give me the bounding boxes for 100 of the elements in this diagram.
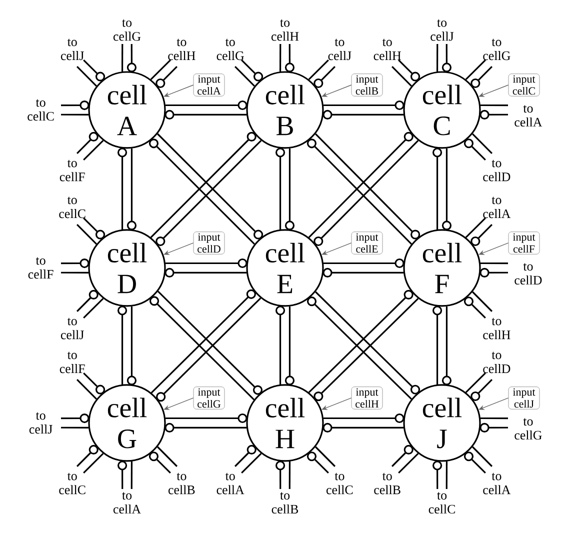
connection-line: [480, 417, 508, 420]
connection-line: [276, 460, 286, 489]
connection-label: to cellH: [483, 318, 510, 340]
connection-line: [322, 268, 404, 278]
connection-line: [464, 138, 486, 160]
connection-line: [472, 291, 493, 312]
connection-line: [480, 104, 508, 106]
connection-line: [241, 453, 262, 474]
connection-line: [322, 110, 404, 120]
connection-line: [279, 44, 282, 72]
connection-line: [157, 446, 178, 467]
connection-label: to cellD: [483, 160, 510, 182]
connection-label: to cellC: [28, 99, 54, 121]
connection-line: [284, 306, 295, 386]
connection-line: [314, 66, 336, 88]
connection-line: [164, 110, 246, 120]
connection-line: [61, 100, 90, 110]
connection-line: [324, 100, 404, 110]
connection-line: [480, 110, 508, 120]
connection-line: [275, 306, 286, 384]
connection-line: [464, 296, 486, 318]
connection-line: [61, 426, 88, 429]
connection-label: to cellC: [59, 196, 86, 218]
connection-line: [83, 140, 104, 160]
connection-line: [61, 258, 90, 268]
input-label-box: input cellC: [508, 74, 540, 96]
connection-line: [83, 298, 104, 318]
connection-line: [164, 422, 246, 433]
connection-line: [61, 413, 90, 424]
connection-label: to cellD: [483, 352, 510, 374]
connection-line: [83, 217, 106, 240]
connection-label: to cellC: [59, 472, 86, 494]
connection-line: [465, 372, 486, 393]
connection-label: to cellH: [374, 38, 401, 60]
connection-line: [83, 59, 106, 82]
input-label-box: input cellH: [351, 386, 383, 410]
connection-line: [76, 66, 97, 87]
connection-line: [398, 453, 419, 474]
connection-label: to cellJ: [29, 412, 52, 434]
input-label-box: input cellE: [351, 232, 383, 254]
connection-line: [126, 148, 137, 230]
connection-line: [61, 114, 88, 116]
connection-line: [288, 462, 291, 489]
input-label-box: input cellB: [351, 74, 383, 96]
connection-line: [166, 413, 248, 424]
connection-label: to cellB: [272, 492, 298, 514]
connection-line: [442, 44, 452, 72]
connection-line: [61, 272, 88, 274]
connection-label: to cellA: [216, 472, 244, 494]
connection-label: to cellG: [483, 38, 510, 60]
connection-line: [432, 306, 442, 384]
connection-line: [442, 306, 452, 386]
connection-label: to cellG: [113, 19, 141, 41]
connection-line: [148, 452, 171, 474]
connection-label: to cellA: [483, 196, 511, 218]
connection-label: to cellD: [514, 263, 542, 285]
connection-label: to cellB: [168, 472, 195, 494]
connection-line: [436, 44, 438, 72]
connection-label: to cellH: [271, 19, 299, 41]
connection-line: [164, 268, 246, 278]
connection-line: [117, 148, 128, 230]
input-label-box: input cellF: [508, 232, 540, 254]
connection-line: [480, 262, 508, 264]
connection-line: [398, 59, 420, 82]
connection-label: to cellC: [428, 492, 455, 514]
connection-line: [315, 446, 336, 467]
connection-label: to cellJ: [60, 38, 84, 60]
connection-line: [284, 148, 295, 230]
connection-line: [480, 268, 508, 278]
connection-line: [76, 290, 98, 312]
connection-label: to cellB: [374, 472, 400, 494]
connection-line: [470, 379, 493, 402]
input-label-box: input cellJ: [508, 386, 540, 410]
input-label-box: input cellA: [193, 74, 225, 96]
connection-line: [472, 446, 493, 467]
connection-line: [83, 372, 106, 394]
connection-line: [117, 306, 128, 384]
connection-line: [234, 444, 256, 467]
connection-label: to cellF: [60, 160, 85, 182]
connection-line: [324, 258, 404, 268]
connection-line: [322, 422, 404, 433]
connection-label: to cellA: [483, 472, 511, 494]
connection-line: [392, 444, 414, 467]
connection-line: [480, 422, 508, 432]
connection-line: [76, 132, 98, 154]
connection-line: [166, 258, 248, 268]
connection-label: to cellF: [28, 257, 54, 279]
connection-line: [306, 452, 329, 474]
connection-line: [126, 44, 137, 72]
connection-line: [83, 453, 104, 474]
connection-line: [156, 66, 178, 88]
connection-line: [126, 306, 137, 386]
connection-line: [470, 224, 493, 246]
connection-line: [470, 66, 493, 88]
connection-line: [241, 59, 264, 82]
connection-line: [472, 133, 493, 154]
connection-label: to cellG: [216, 38, 244, 60]
connection-line: [150, 59, 171, 80]
connection-line: [324, 413, 404, 424]
connection-label: to cellF: [60, 352, 85, 374]
